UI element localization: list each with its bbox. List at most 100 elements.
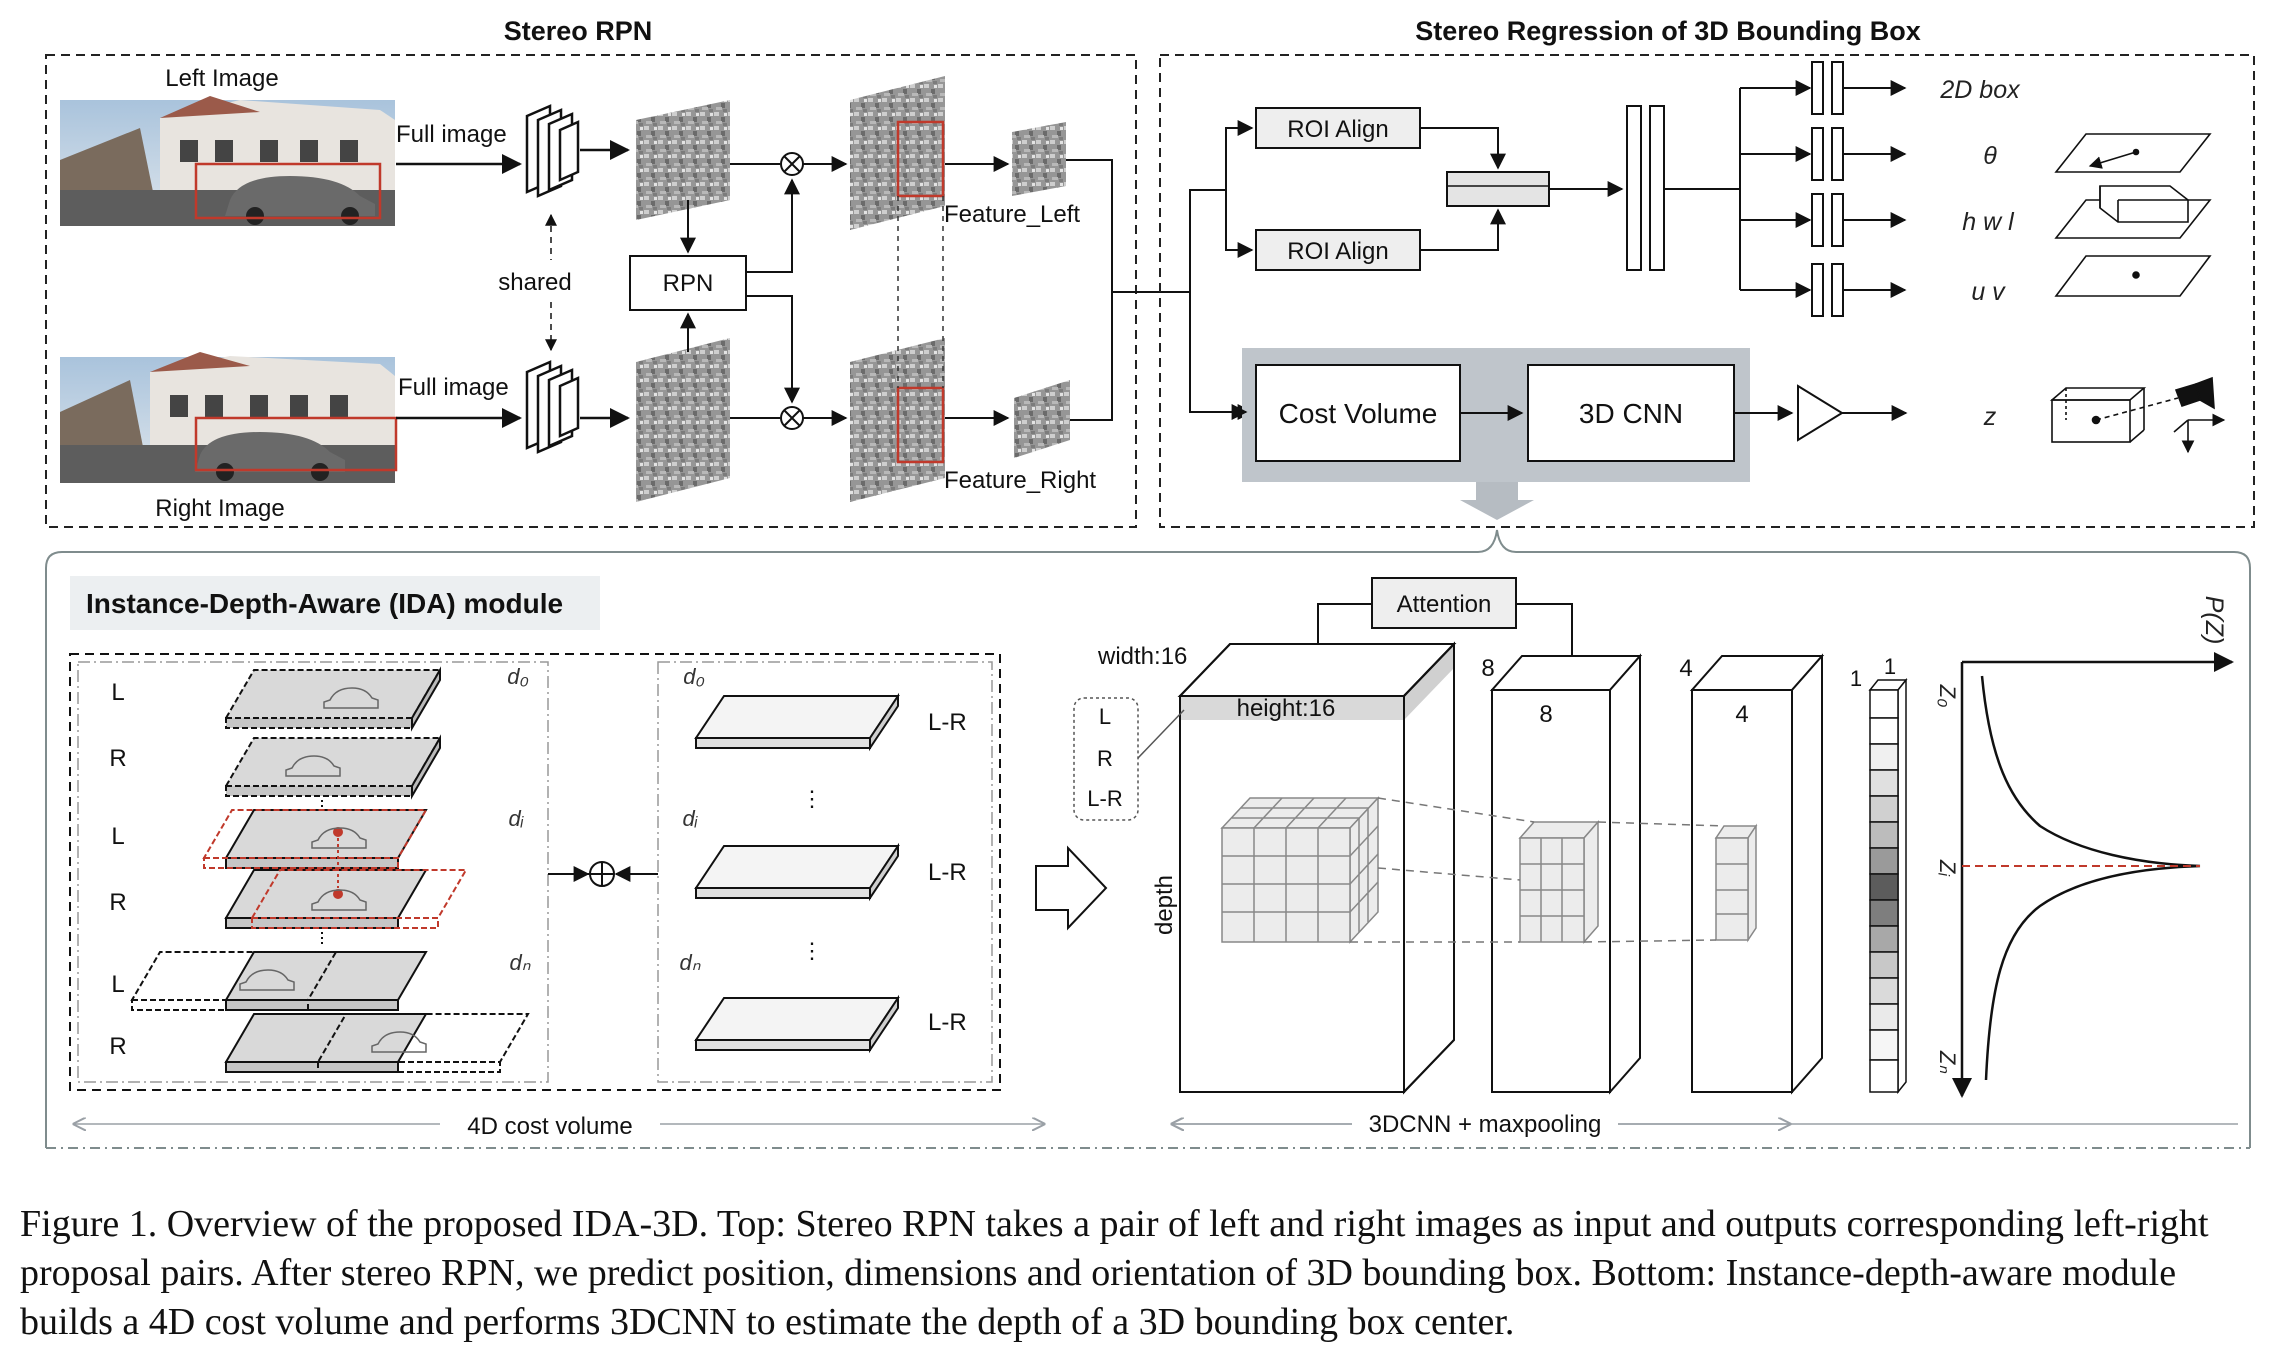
column-label-1a: 1 (1850, 666, 1862, 691)
backbone-stack-left (525, 104, 580, 198)
channel-r: R (1097, 746, 1113, 771)
right-image-label: Right Image (155, 495, 284, 522)
channel-lr: L-R (1087, 786, 1122, 811)
fc-layer-a (1626, 105, 1642, 271)
head-branches (1740, 61, 1907, 317)
output-z: z (1983, 403, 1997, 431)
right-image-photo (60, 352, 395, 483)
svg-text:⋮: ⋮ (801, 786, 823, 811)
ida-bracket (45, 529, 2251, 1148)
lr-label-3: L-R (928, 1009, 967, 1036)
kernel-grid-4 (1714, 823, 1758, 943)
rpn-label: RPN (663, 270, 714, 297)
svg-text:⋮: ⋮ (801, 938, 823, 963)
cube4-front-label: 4 (1735, 701, 1748, 728)
cnn3d-box[interactable] (1527, 364, 1735, 462)
left-image-label: Left Image (165, 65, 278, 92)
cube8-top-label: 8 (1481, 655, 1494, 682)
row-label-r-3: R (109, 1033, 126, 1060)
row-label-r-2: R (109, 889, 126, 916)
car-outline-icons (239, 687, 427, 1053)
stereo-rpn-title: Stereo RPN (504, 16, 653, 46)
width-label: width:16 (1097, 643, 1187, 670)
row-label-l-2: L (111, 823, 124, 850)
figure-caption: Figure 1. Overview of the proposed IDA-3… (20, 1203, 2209, 1343)
difference-slabs (694, 692, 900, 1054)
difference-group (657, 661, 993, 1083)
regression-title: Stereo Regression of 3D Bounding Box (1415, 16, 1921, 46)
dn-right: dₙ (679, 950, 700, 975)
concat-box (1446, 171, 1550, 207)
feature-right-label: Feature_Right (944, 467, 1096, 494)
roi-align-bottom-box[interactable] (1255, 229, 1421, 271)
fc-layer-b (1649, 105, 1665, 271)
cube8-front-label: 8 (1539, 701, 1552, 728)
di-right: dᵢ (683, 806, 698, 831)
dn-left: dₙ (509, 950, 530, 975)
lr-pair-group (77, 661, 549, 1083)
feature-left-label: Feature_Left (944, 201, 1080, 228)
cost-volume-box[interactable] (1255, 364, 1461, 462)
left-proposal-box (194, 162, 382, 220)
depth-regressor-triangle (1797, 384, 1844, 442)
cnn3d-label: 3D CNN (1579, 398, 1683, 429)
lr-label-2: L-R (928, 859, 967, 886)
channel-l: L (1099, 704, 1111, 729)
di-left: dᵢ (509, 806, 524, 831)
left-right-slabs (130, 666, 530, 1073)
d0-left: d₀ (507, 664, 529, 689)
roi-align-top-label: ROI Align (1287, 116, 1388, 143)
pz-label: P(Z) (2200, 596, 2228, 645)
shared-label: shared (498, 269, 571, 296)
depth-box-camera-icon (2049, 376, 2226, 454)
volume-cube-main (1177, 641, 1457, 1095)
full-image-bottom-label: Full image (398, 374, 509, 401)
roi-align-bottom-label: ROI Align (1287, 238, 1388, 265)
output-theta: θ (1983, 142, 1997, 170)
left-image-photo (60, 96, 395, 226)
kernel-grid-8 (1518, 820, 1600, 944)
ida-title-box (70, 576, 600, 630)
full-image-top-label: Full image (396, 121, 507, 148)
kernel-projection-lines (1350, 797, 1725, 943)
zoom-down-arrow (1460, 482, 1534, 520)
cost-volume-panel (69, 653, 1001, 1091)
regression-panel (1159, 54, 2255, 528)
backbone-stack-right (525, 360, 580, 454)
row-label-r-1: R (109, 745, 126, 772)
channel-group (1073, 697, 1139, 821)
ida-title: Instance-Depth-Aware (IDA) module (86, 588, 563, 619)
feature-map-top (636, 100, 730, 220)
big-right-arrow (1035, 845, 1108, 931)
zn-label: Zₙ (1935, 1050, 1960, 1073)
kernel-grid-main (1220, 796, 1380, 944)
cube4-top-label: 4 (1679, 655, 1692, 682)
attention-label: Attention (1397, 591, 1492, 618)
d0-right: d₀ (683, 664, 705, 689)
lr-label-1: L-R (928, 709, 967, 736)
row-label-l-1: L (111, 679, 124, 706)
attention-box[interactable] (1371, 577, 1517, 629)
orientation-plane-icon (2054, 133, 2212, 173)
zi-label: Zᵢ (1935, 859, 1960, 876)
ida3d-overview-diagram: Stereo RPN Left Image Full image (45, 16, 2255, 1149)
right-proposal-box (194, 416, 398, 472)
row-label-l-3: L (111, 971, 124, 998)
output-hwl: h w l (1962, 208, 2015, 236)
column-label-1b: 1 (1884, 654, 1896, 679)
z0-label: Z₀ (1935, 684, 1960, 708)
depth-probability-column (1868, 677, 1908, 1095)
feature-left-crop (1012, 122, 1066, 196)
center-plane-icon (2054, 255, 2212, 297)
cost-volume-label: Cost Volume (1279, 398, 1438, 429)
depth-label: depth (1151, 875, 1178, 935)
depth-distribution-plot (1952, 652, 2234, 1098)
height-label: height:16 (1237, 695, 1336, 722)
cnn-maxpool-label: 3DCNN + maxpooling (1369, 1111, 1602, 1138)
feature-map-bottom (636, 338, 730, 502)
cost-volume-4d-label: 4D cost volume (467, 1113, 632, 1140)
dimension-plane-icon (2054, 185, 2212, 239)
rpn-box[interactable] (629, 255, 747, 311)
volume-cube-4 (1689, 653, 1825, 1095)
feature-right-crop (1014, 380, 1070, 458)
